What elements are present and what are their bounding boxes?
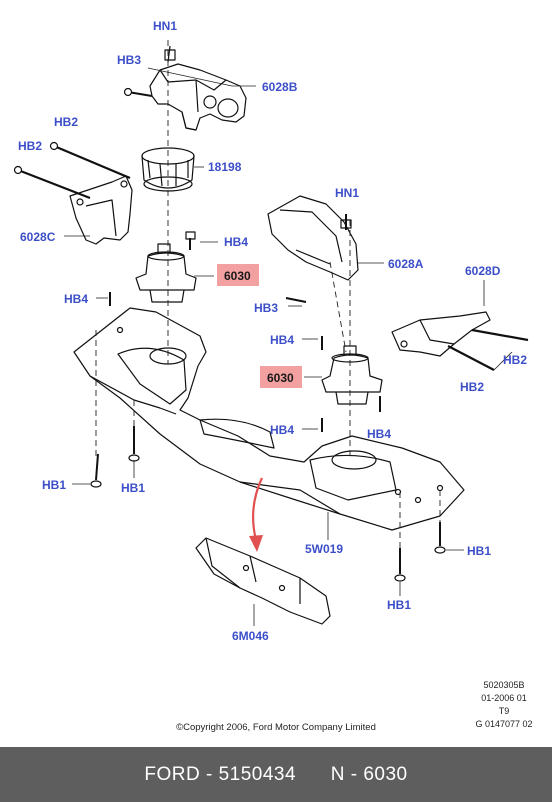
label-6028c: 6028C (20, 230, 56, 244)
engine-mount-upper-6030 (135, 231, 197, 303)
label-6m046: 6M046 (232, 629, 269, 643)
label-hb4-low-left: HB4 (270, 423, 294, 437)
label-hn1-top: HN1 (153, 19, 177, 33)
label-hb2-right-low: HB2 (460, 380, 484, 394)
bracket-6028b (123, 45, 247, 131)
label-hb2-right: HB2 (503, 353, 527, 367)
footer-brand-number: FORD - 5150434 (144, 763, 297, 785)
label-6028a: 6028A (388, 257, 424, 271)
bracket-6028a (267, 195, 359, 303)
label-hb4-low-right: HB4 (367, 427, 391, 441)
alignment-lines (95, 40, 441, 552)
leader-lines (64, 67, 513, 626)
highlight-6030-lower (260, 366, 302, 388)
label-18198: 18198 (208, 160, 242, 174)
footer-part-code: N - 6030 (330, 763, 408, 785)
engine-mount-lower-6030 (321, 336, 383, 432)
bracket-6028d (391, 311, 529, 371)
part-6m046 (195, 537, 331, 625)
drawing-date: 01-2006 01 (481, 693, 527, 703)
label-hb4-left: HB4 (64, 292, 88, 306)
exploded-parts-diagram: HN1 HB3 6028B HB2 HB2 18198 HN1 6028C HB… (13, 19, 529, 643)
label-6028d: 6028D (465, 264, 501, 278)
label-hb3-top: HB3 (117, 53, 141, 67)
label-6030-upper: 6030 (224, 269, 251, 283)
label-hn1-mid: HN1 (335, 186, 359, 200)
highlight-6030-upper (217, 264, 259, 286)
pointer-arrow (249, 477, 263, 552)
drawing-number: 5020305B (483, 680, 525, 690)
drawing-variant: T9 (498, 706, 510, 716)
drawing-reference-block: 5020305B 01-2006 01 T9 G 0147077 02 (460, 680, 548, 729)
label-5w019: 5W019 (305, 542, 343, 556)
label-6030-lower: 6030 (267, 371, 294, 385)
label-hb2-a: HB2 (54, 115, 78, 129)
label-hb4-mid: HB4 (270, 333, 294, 347)
label-hb2-b: HB2 (18, 139, 42, 153)
bolts-hb1 (90, 292, 446, 582)
label-6028b: 6028B (262, 80, 298, 94)
label-hb1-right: HB1 (467, 544, 491, 558)
label-hb1-left: HB1 (121, 481, 145, 495)
label-hb1-bottom: HB1 (387, 598, 411, 612)
drawing-code: G 0147077 02 (475, 719, 533, 729)
crossmember-5w019 (73, 307, 465, 531)
copyright-notice: ©Copyright 2006, Ford Motor Company Limi… (176, 722, 376, 733)
footer-spacer (296, 764, 331, 786)
bracket-6028c (13, 141, 133, 245)
label-hb4-upper: HB4 (224, 235, 248, 249)
label-hb3-mid: HB3 (254, 301, 278, 315)
label-hb1-far-left: HB1 (42, 478, 66, 492)
part-footer-bar: FORD - 5150434 N - 6030 (0, 747, 552, 802)
